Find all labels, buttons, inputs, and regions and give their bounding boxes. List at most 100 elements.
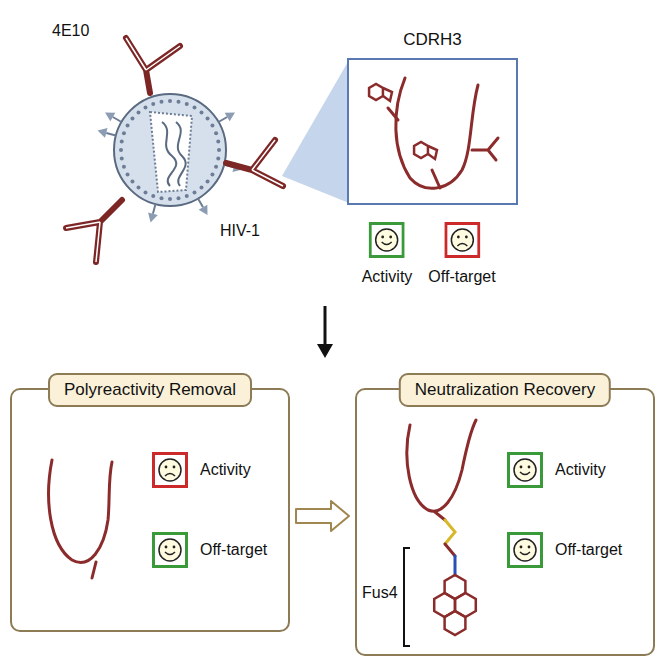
spike-head (105, 113, 115, 122)
loop-backbone (396, 78, 478, 188)
assessment-box: Off-target (152, 532, 267, 568)
zoom-wedge (282, 60, 349, 203)
linker (445, 544, 455, 556)
virus-envelope (114, 94, 226, 206)
indole-ring (369, 84, 383, 100)
membrane-dot (210, 124, 214, 128)
eye (520, 546, 523, 549)
antibody (66, 200, 122, 262)
rna (162, 122, 176, 186)
membrane-dot (216, 139, 220, 143)
block-arrow (296, 501, 349, 531)
assessment-box: Activity (362, 222, 413, 286)
face (514, 459, 536, 481)
thioether (445, 520, 455, 544)
face (451, 229, 473, 251)
side-chain (388, 108, 398, 120)
zoom-box: CDRH3 (347, 58, 518, 205)
eye (173, 466, 176, 469)
cdrh3-loop (388, 78, 498, 188)
antibodies (66, 38, 283, 262)
arrow-head (317, 344, 333, 358)
side-chain (92, 562, 96, 578)
assessment-box: Off-target (428, 222, 495, 286)
eye (382, 236, 385, 239)
mouth (165, 552, 175, 555)
arrow-shaft (324, 306, 327, 346)
membrane-dot (214, 165, 218, 169)
face-frame (509, 534, 542, 567)
rna (176, 122, 186, 186)
mouth (520, 472, 530, 475)
spike-head (98, 128, 108, 138)
mouth (457, 244, 467, 247)
criterion-label: Activity (362, 268, 413, 286)
indole-ring (383, 88, 392, 101)
face-frame (370, 224, 403, 257)
membrane-dot (159, 100, 163, 104)
eye (520, 466, 523, 469)
membrane-dot (137, 110, 141, 114)
side-chain (432, 170, 440, 188)
mouth (165, 474, 175, 477)
membrane-dot (177, 100, 181, 104)
face-frame (445, 224, 478, 257)
side-chain (472, 138, 498, 160)
face-frame (154, 454, 187, 487)
membrane-dot (185, 102, 189, 106)
membrane-dot (159, 196, 163, 200)
membrane-dot (214, 131, 218, 135)
loop-backbone (407, 420, 476, 511)
eye (165, 546, 168, 549)
indole-ring (428, 146, 437, 159)
face (159, 459, 181, 481)
chain-gap (66, 38, 283, 262)
face (514, 539, 536, 561)
membrane-dot (120, 139, 124, 143)
linker (435, 512, 445, 520)
assessment-box: Activity (152, 452, 251, 488)
membrane-dot (130, 179, 134, 183)
membrane-dot (126, 124, 130, 128)
frowny-face (444, 222, 480, 258)
antibody-chain-gaps (66, 38, 283, 262)
membrane-dot (193, 106, 197, 110)
membrane-dot (216, 157, 220, 161)
face-frame (509, 454, 542, 487)
eye (528, 546, 531, 549)
membrane-dot (137, 186, 141, 190)
amine (454, 556, 457, 575)
frowny-face (152, 452, 188, 488)
spike-stalk (218, 117, 227, 122)
face (376, 229, 398, 251)
assessment-box: Off-target (507, 532, 622, 568)
membrane-dot (130, 117, 134, 121)
membrane-dot (193, 190, 197, 194)
membrane-dot (177, 196, 181, 200)
panel-header: Polyreactivity Removal (48, 373, 252, 407)
membrane-dot (199, 186, 203, 190)
step-panel: Polyreactivity RemovalActivityOff-target (10, 388, 290, 632)
membrane-dot (168, 197, 172, 201)
spike-head (199, 205, 208, 215)
membrane-dot (122, 131, 126, 135)
smiley-face (507, 452, 543, 488)
spike-head (225, 113, 235, 122)
membrane-dot (199, 110, 203, 114)
eye (390, 236, 393, 239)
step-panel: Neutralization RecoveryActivityOff-targe… (355, 388, 655, 656)
mouth (520, 552, 530, 555)
mouth (382, 242, 392, 245)
criterion-label: Activity (200, 461, 251, 479)
down-arrow (317, 306, 333, 358)
smiley-face (369, 222, 405, 258)
smiley-face (507, 532, 543, 568)
membrane-dot (210, 173, 214, 177)
capsid (150, 112, 192, 192)
membrane-dot (206, 179, 210, 183)
figure-label: 4E10 (52, 22, 89, 40)
tryptophans (369, 84, 437, 159)
group-label: Fus4 (362, 584, 398, 602)
